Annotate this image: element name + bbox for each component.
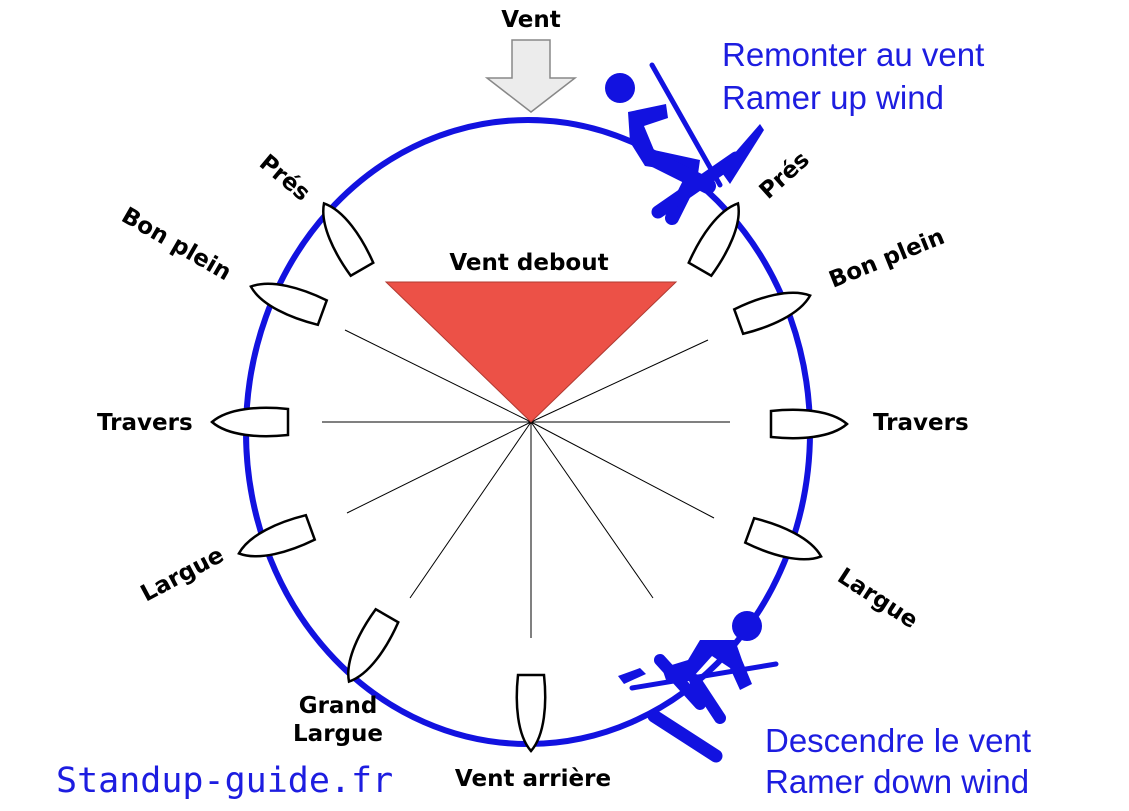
boat-right-travers (769, 408, 849, 440)
downwind-caption-line2: Ramer down wind (765, 763, 1029, 800)
no-go-label: Vent debout (449, 250, 608, 276)
boat-left-pres (322, 201, 375, 278)
label-right-bon-plein: Bon plein (826, 224, 949, 294)
boat-left-travers (210, 406, 290, 438)
spokes (322, 329, 730, 638)
boat-left-largue (237, 513, 317, 558)
boat-left-grand-largue (347, 607, 400, 684)
paddler-upwind-icon (605, 62, 764, 225)
boat-bottom (515, 673, 547, 753)
downwind-caption-line1: Descendre le vent (765, 722, 1031, 759)
label-left-largue: Largue (137, 542, 229, 607)
boat-right-pres (687, 201, 740, 278)
site-name: Standup-guide.fr (56, 761, 393, 801)
wind-arrow-icon (484, 39, 578, 113)
boat-left-bon-plein (249, 282, 329, 327)
boat-right-largue (743, 516, 823, 561)
upwind-caption-line2: Ramer up wind (722, 79, 944, 116)
label-left-bon-plein: Bon plein (117, 203, 236, 286)
boat-right-bon-plein (732, 291, 812, 336)
boats (210, 201, 849, 753)
wind-label: Vent (501, 7, 561, 33)
label-left-grand-largue: Largue (293, 721, 383, 747)
label-left-travers: Travers (97, 410, 193, 436)
upwind-caption-line1: Remonter au vent (722, 36, 984, 73)
label-left-grand: Grand (299, 693, 378, 719)
label-right-pres: Prés (755, 147, 815, 205)
label-right-travers: Travers (873, 410, 969, 436)
paddler-downwind-icon (618, 611, 779, 763)
no-go-zone (384, 281, 678, 423)
label-vent-arriere: Vent arrière (455, 766, 611, 792)
label-right-largue: Largue (833, 563, 923, 634)
label-left-pres: Prés (254, 150, 315, 207)
